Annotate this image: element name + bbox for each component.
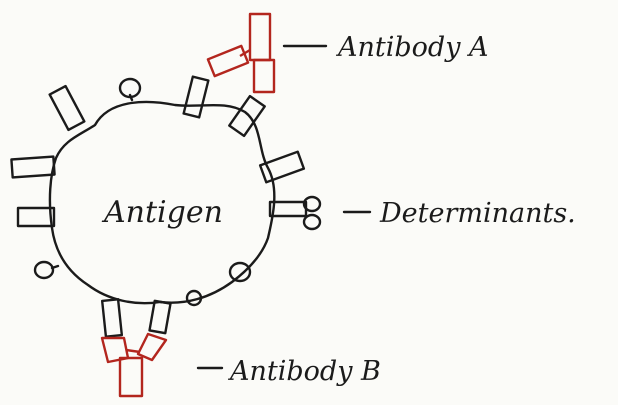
determinant-left-upper [11,157,54,178]
determinant-top-knob [120,79,140,100]
antibody-a-label: Antibody A [335,32,489,63]
determinant-bottom-right-knob [230,263,250,281]
antibody-b-label: Antibody B [227,356,381,387]
antibody-b [102,334,166,396]
determinants-label: Determinants. [379,198,576,229]
antigen-label: Antigen [101,195,223,230]
determinant-bottom-left-knob [35,262,58,278]
determinant-top-right [184,77,209,118]
antigen-bottom-stubs [102,299,170,336]
determinant-right-knob [270,197,320,229]
determinant-right-upper [229,96,264,136]
antibody-a [208,14,274,92]
determinant-top-left [50,86,85,130]
determinant-left-lower [18,208,54,226]
